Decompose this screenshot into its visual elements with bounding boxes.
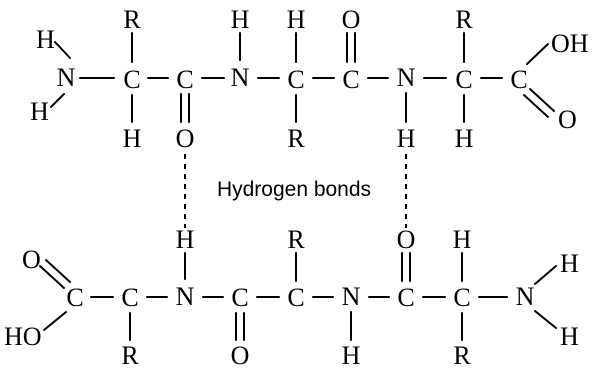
bottom-ca1: C bbox=[121, 283, 138, 312]
bottom-ca3-r: R bbox=[453, 341, 471, 368]
bottom-peptide-chain: O C HO C R H N C O R C N H O C H C R N H… bbox=[4, 225, 579, 368]
hydrogen-bonds: Hydrogen bonds bbox=[184, 154, 407, 228]
bottom-ca3-h: H bbox=[453, 225, 472, 254]
top-ca1-r: R bbox=[123, 5, 141, 34]
bottom-co1-o: O bbox=[231, 341, 250, 368]
bottom-ca2-r: R bbox=[287, 225, 305, 254]
top-carboxyl-o: O bbox=[558, 105, 577, 134]
bottom-co2: C bbox=[397, 283, 414, 312]
top-ca1-h: H bbox=[123, 124, 142, 153]
top-amino-h-upper: H bbox=[36, 25, 55, 54]
bottom-co1: C bbox=[231, 283, 248, 312]
bottom-co2-o: O bbox=[397, 225, 416, 254]
top-ca3-r: R bbox=[455, 5, 473, 34]
top-carboxyl-oh: OH bbox=[551, 29, 589, 58]
top-ca3: C bbox=[455, 65, 472, 94]
bottom-ca3: C bbox=[453, 283, 470, 312]
top-n2: N bbox=[231, 63, 250, 92]
top-co2-o: O bbox=[342, 5, 361, 34]
bottom-amino-h-lower: H bbox=[560, 322, 579, 351]
top-amino-n: N bbox=[57, 63, 76, 92]
hydrogen-bonds-caption: Hydrogen bonds bbox=[217, 178, 371, 201]
top-peptide-chain: H H N R C H C O H N H C R O C N H R C H … bbox=[30, 5, 589, 153]
top-ca2-h: H bbox=[287, 5, 306, 34]
bottom-carboxyl-ho: HO bbox=[4, 322, 42, 351]
bottom-n1: N bbox=[176, 282, 195, 311]
top-ca2: C bbox=[287, 65, 304, 94]
top-amino-h-lower: H bbox=[30, 97, 49, 126]
top-ca3-h: H bbox=[455, 124, 474, 153]
top-co1-o: O bbox=[176, 124, 195, 153]
bottom-n2-h: H bbox=[342, 341, 361, 368]
bottom-n1-h: H bbox=[176, 225, 195, 254]
bottom-n2: N bbox=[342, 282, 361, 311]
top-carboxyl-c: C bbox=[510, 65, 527, 94]
bottom-amino-h-upper: H bbox=[560, 249, 579, 278]
top-ca2-r: R bbox=[287, 124, 305, 153]
top-co2: C bbox=[342, 65, 359, 94]
bottom-amino-n: N bbox=[516, 282, 535, 311]
top-chain-bonds bbox=[50, 32, 555, 123]
top-n3-h: H bbox=[397, 124, 416, 153]
top-n2-h: H bbox=[231, 5, 250, 34]
top-ca1: C bbox=[123, 65, 140, 94]
bottom-carboxyl-o: O bbox=[22, 245, 41, 274]
top-n3: N bbox=[397, 63, 416, 92]
bottom-ca2: C bbox=[287, 283, 304, 312]
bottom-chain-bonds bbox=[39, 252, 557, 341]
bottom-ca1-r: R bbox=[121, 341, 139, 368]
top-co1: C bbox=[176, 65, 193, 94]
bottom-carboxyl-c: C bbox=[66, 283, 83, 312]
